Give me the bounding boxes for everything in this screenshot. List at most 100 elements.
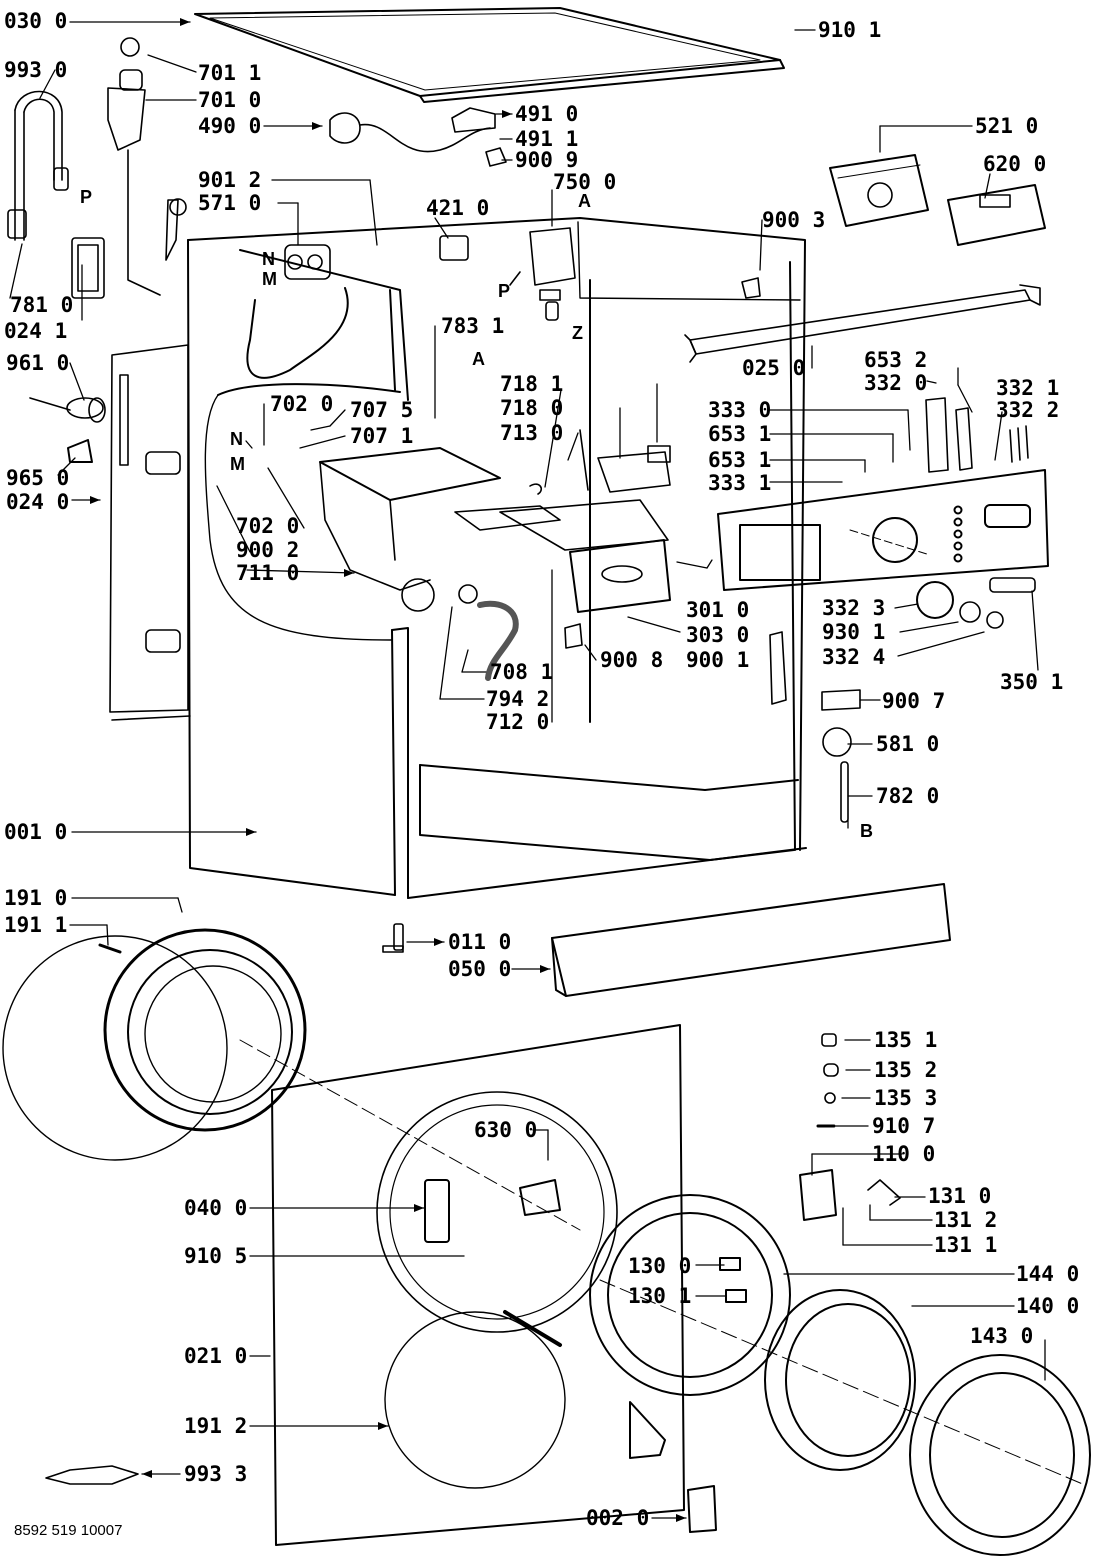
label-040-0: 040 0 xyxy=(184,1196,248,1220)
top-rail-025 xyxy=(684,284,1041,363)
label-135-1: 135 1 xyxy=(874,1028,938,1052)
inlet-hose xyxy=(7,90,69,241)
label-332-2: 332 2 xyxy=(996,398,1060,422)
label-131-0: 131 0 xyxy=(928,1184,992,1208)
label-781-0: 781 0 xyxy=(10,293,74,317)
label-718-0: 718 0 xyxy=(500,396,564,420)
label-900-1: 900 1 xyxy=(686,648,750,672)
cover-002 xyxy=(687,1485,717,1533)
label-900-8: 900 8 xyxy=(600,648,664,672)
letter-n-dispenser: N xyxy=(230,429,243,449)
hose-782 xyxy=(840,761,849,823)
label-653-1-a: 653 1 xyxy=(708,422,772,446)
label-750-0: 750 0 xyxy=(553,170,617,194)
label-332-4: 332 4 xyxy=(822,645,886,669)
label-191-2: 191 2 xyxy=(184,1414,248,1438)
label-701-0: 701 0 xyxy=(198,88,262,112)
label-130-0: 130 0 xyxy=(628,1254,692,1278)
label-140-0: 140 0 xyxy=(1016,1294,1080,1318)
label-900-3: 900 3 xyxy=(762,208,826,232)
control-panel-301 xyxy=(717,469,1049,591)
label-707-5: 707 5 xyxy=(350,398,414,422)
label-993-3: 993 3 xyxy=(184,1462,248,1486)
label-701-1: 701 1 xyxy=(198,61,262,85)
label-024-0: 024 0 xyxy=(6,490,70,514)
drawer-handles-718 xyxy=(579,429,671,493)
water-inlet-701 xyxy=(107,37,161,296)
label-011-0: 011 0 xyxy=(448,930,512,954)
label-711-0: 711 0 xyxy=(236,561,300,585)
label-130-1: 130 1 xyxy=(628,1284,692,1308)
door-glass-140 xyxy=(764,1289,916,1471)
door-pull-961 xyxy=(29,397,106,423)
label-910-1: 910 1 xyxy=(818,18,882,42)
label-901-2: 901 2 xyxy=(198,168,262,192)
letter-b: B xyxy=(860,821,873,841)
spray-nozzle-571 xyxy=(165,198,187,261)
label-001-0: 001 0 xyxy=(4,820,68,844)
label-900-9: 900 9 xyxy=(515,148,579,172)
label-332-3: 332 3 xyxy=(822,596,886,620)
label-021-0: 021 0 xyxy=(184,1344,248,1368)
knob-assembly-332 xyxy=(916,577,1036,629)
label-910-5: 910 5 xyxy=(184,1244,248,1268)
label-521-0: 521 0 xyxy=(975,114,1039,138)
label-301-0: 301 0 xyxy=(686,598,750,622)
label-718-1: 718 1 xyxy=(500,372,564,396)
label-571-0: 571 0 xyxy=(198,191,262,215)
label-135-3: 135 3 xyxy=(874,1086,938,1110)
leader-lines xyxy=(9,21,1046,1519)
door-handle-110 xyxy=(799,1169,901,1221)
clamp-900-9 xyxy=(485,147,507,167)
label-702-0-top: 702 0 xyxy=(270,392,334,416)
label-332-0: 332 0 xyxy=(864,371,928,395)
label-135-2: 135 2 xyxy=(874,1058,938,1082)
label-794-2: 794 2 xyxy=(486,687,550,711)
letter-z: Z xyxy=(572,323,583,343)
label-993-0: 993 0 xyxy=(4,58,68,82)
letter-a-tube: A xyxy=(472,349,485,369)
label-421-0: 421 0 xyxy=(426,196,490,220)
label-900-7: 900 7 xyxy=(882,689,946,713)
door-seal-191 xyxy=(2,928,307,1161)
door-ring-144 xyxy=(589,1194,791,1396)
label-961-0: 961 0 xyxy=(6,351,70,375)
foot-011 xyxy=(382,923,404,953)
door-frame-143 xyxy=(909,1354,1091,1556)
spanner-993-3 xyxy=(45,1465,139,1485)
label-653-2: 653 2 xyxy=(864,348,928,372)
label-910-7: 910 7 xyxy=(872,1114,936,1138)
valve-assembly xyxy=(284,244,331,280)
label-581-0: 581 0 xyxy=(876,732,940,756)
label-965-0: 965 0 xyxy=(6,466,70,490)
label-332-1: 332 1 xyxy=(996,376,1060,400)
latch-900-1 xyxy=(769,631,787,705)
letter-p-hose: P xyxy=(80,187,93,207)
grommet-965 xyxy=(67,439,93,463)
label-303-0: 303 0 xyxy=(686,623,750,647)
hinge-screws-135 xyxy=(816,1033,839,1128)
small-clip-900-3 xyxy=(741,277,761,299)
top-lid xyxy=(194,7,785,103)
label-333-0: 333 0 xyxy=(708,398,772,422)
label-630-0: 630 0 xyxy=(474,1118,538,1142)
label-900-2: 900 2 xyxy=(236,538,300,562)
letter-p-chamber: P xyxy=(498,281,511,301)
filter-491 xyxy=(451,107,496,133)
label-191-0: 191 0 xyxy=(4,886,68,910)
supply-cable-490 xyxy=(329,112,491,153)
label-050-0: 050 0 xyxy=(448,957,512,981)
label-707-1: 707 1 xyxy=(350,424,414,448)
label-620-0: 620 0 xyxy=(983,152,1047,176)
hose-clip-024-1 xyxy=(71,237,105,299)
label-024-1: 024 1 xyxy=(4,319,68,343)
keys-653 xyxy=(925,397,1029,473)
label-333-1: 333 1 xyxy=(708,471,772,495)
pressure-chamber-750 xyxy=(509,227,576,321)
connector-900-7 xyxy=(821,689,861,711)
label-702-0-bottom: 702 0 xyxy=(236,514,300,538)
connector-421 xyxy=(439,235,469,261)
plinth-050 xyxy=(551,883,951,997)
